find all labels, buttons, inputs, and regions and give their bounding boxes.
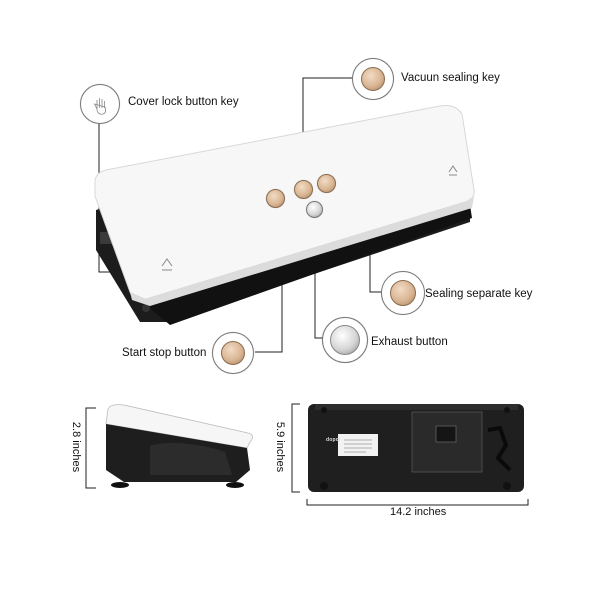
width-dimension-label: 14.2 inches [390, 506, 447, 518]
width-dimension-bracket [306, 499, 529, 506]
cover-lock-callout-circle [80, 84, 120, 124]
start-stop-callout-circle [212, 332, 254, 374]
cover-lock-label: Cover lock button key [128, 96, 239, 108]
sealing-separate-callout-circle [381, 271, 425, 315]
start-stop-key[interactable] [266, 189, 285, 208]
exhaust-label: Exhaust button [371, 336, 448, 348]
depth-dimension-label: 5.9 inches [274, 421, 287, 473]
start-stop-label: Start stop button [122, 347, 207, 359]
depth-dimension-bracket [291, 403, 300, 493]
hand-icon [93, 98, 106, 115]
vacuum-sealing-callout-circle [352, 58, 394, 100]
vacuum-sealing-key[interactable] [294, 180, 313, 199]
vacuum-key-closeup [361, 67, 385, 91]
sealing-separate-label: Sealing separate key [425, 288, 533, 300]
height-dimension-bracket [85, 407, 96, 489]
exhaust-key-closeup [330, 325, 360, 355]
sealing-separate-key[interactable] [317, 174, 336, 193]
sealing-key-closeup [390, 280, 416, 306]
vacuum-sealing-label: Vacuun sealing key [401, 72, 500, 84]
bottom-brand-label: dopot [326, 437, 341, 443]
exhaust-button[interactable] [306, 201, 323, 218]
start-stop-key-closeup [221, 341, 245, 365]
exhaust-callout-circle [322, 317, 368, 363]
